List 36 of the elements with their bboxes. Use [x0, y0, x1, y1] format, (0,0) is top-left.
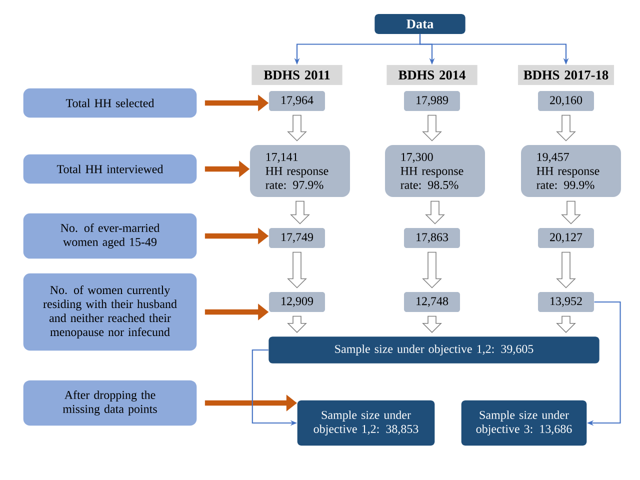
count-box: 17,863 [404, 228, 460, 248]
survey-header: BDHS 2014 [386, 65, 478, 85]
count-box: 17,989 [404, 91, 460, 111]
hollow-arrow [556, 316, 576, 333]
count-box: 17,964 [269, 91, 325, 111]
hollow-arrow [287, 316, 307, 333]
step-label-box: No. of ever-married women aged 15-49 [23, 213, 197, 259]
hollow-arrow [556, 252, 576, 288]
hollow-arrow [561, 200, 581, 224]
hollow-arrow [287, 252, 307, 288]
hollow-arrow [422, 114, 442, 142]
count-box: 20,160 [538, 91, 594, 111]
step-label-box: After dropping the missing data points [23, 380, 197, 426]
hollow-arrow [425, 200, 445, 224]
count-box: 12,748 [404, 292, 460, 312]
count-box: 19,457 HH response rate: 99.9% [521, 145, 621, 197]
hollow-arrow [556, 114, 576, 142]
step-label-box: Total HH selected [23, 88, 197, 118]
hollow-arrow [422, 252, 442, 288]
count-box: 12,909 [269, 292, 325, 312]
count-box: 17,141 HH response rate: 97.9% [250, 145, 350, 197]
survey-header: BDHS 2017-18 [518, 65, 614, 85]
sample-size-box: Sample size under objective 1,2: 39,605 [268, 336, 600, 364]
count-box: 17,749 [269, 228, 325, 248]
survey-header: BDHS 2011 [252, 65, 342, 85]
data-box: Data [374, 14, 466, 34]
count-box: 20,127 [538, 228, 594, 248]
count-box: 17,300 HH response rate: 98.5% [385, 145, 485, 197]
sample-size-box: Sample size under objective 3: 13,686 [461, 400, 587, 446]
step-label-box: Total HH interviewed [23, 154, 197, 184]
hollow-arrow [290, 200, 310, 224]
step-label-box: No. of women currently residing with their husband and neither reached their menopause nor infecund [23, 273, 197, 351]
hollow-arrow [287, 114, 307, 142]
sample-size-box: Sample size under objective 1,2: 38,853 [297, 400, 435, 446]
hollow-arrow [422, 316, 442, 333]
count-box: 13,952 [538, 292, 594, 312]
